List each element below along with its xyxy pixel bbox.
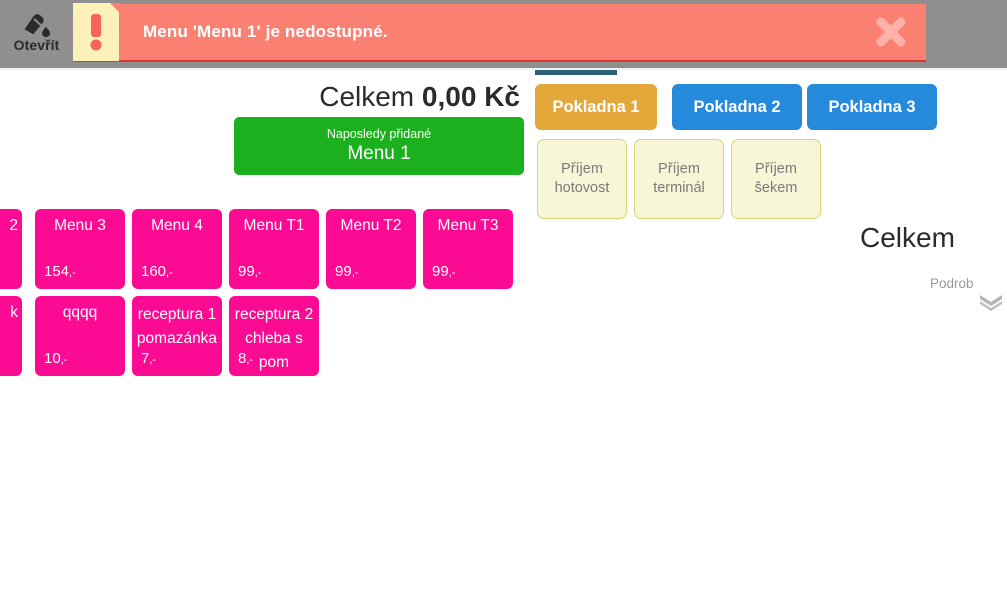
product-price: 160,-: [141, 264, 173, 281]
tab-active-indicator: [535, 70, 617, 75]
product-name: qqqq: [62, 304, 98, 321]
product-price: 99,-: [238, 264, 261, 281]
product-button-menu-4[interactable]: Menu 4 160,-: [132, 209, 222, 289]
payment-terminal-line1: Příjem: [658, 161, 700, 177]
product-price: 99,-: [335, 264, 358, 281]
header-divider: [0, 68, 1007, 70]
product-name: receptura 1 pomazánka: [136, 306, 218, 347]
product-name: k: [10, 304, 18, 321]
alert-close-button[interactable]: [856, 3, 926, 61]
tab-pokladna-3[interactable]: Pokladna 3: [807, 84, 937, 130]
product-price-value: 10: [44, 350, 61, 367]
payment-terminal-label: Příjem terminál: [653, 160, 705, 198]
payment-check-button[interactable]: Příjem šekem: [731, 139, 821, 219]
top-bar: Otevřít Menu 'Menu 1' je nedostupné.: [0, 0, 1007, 68]
product-button-menu-t1[interactable]: Menu T1 99,-: [229, 209, 319, 289]
alert-message: Menu 'Menu 1' je nedostupné.: [143, 22, 388, 41]
payment-cash-line2: hotovost: [554, 180, 610, 196]
product-price-value: 99: [335, 263, 352, 280]
product-button-clipped-1[interactable]: 2: [0, 209, 22, 289]
product-name: receptura 2 chleba s pom: [234, 306, 314, 371]
close-x-icon: [874, 15, 908, 49]
product-price-value: 7: [141, 350, 150, 367]
payment-cash-line1: Příjem: [561, 161, 603, 177]
payment-terminal-line2: terminál: [653, 180, 705, 196]
bottle-dropper-icon: [20, 11, 54, 37]
product-price-suffix: ,-: [149, 354, 157, 366]
order-total-value: 0,00 Kč: [421, 81, 520, 112]
product-price: 10,-: [44, 351, 67, 368]
product-price-suffix: ,-: [246, 354, 254, 366]
alert-banner: Menu 'Menu 1' je nedostupné.: [73, 3, 926, 62]
product-price: 8,-: [238, 351, 253, 368]
product-price: 99,-: [432, 264, 455, 281]
product-button-menu-3[interactable]: Menu 3 154,-: [35, 209, 125, 289]
product-price-suffix: ,-: [60, 354, 68, 366]
product-price-suffix: ,-: [351, 267, 359, 279]
order-total: Celkem 0,00 Kč: [0, 80, 522, 114]
product-button-qqqq[interactable]: qqqq 10,-: [35, 296, 125, 376]
exclamation-icon: [87, 12, 105, 52]
tab-pokladna-2[interactable]: Pokladna 2: [672, 84, 802, 130]
product-name: Menu T3: [437, 217, 499, 234]
last-added-caption: Naposledy přidané: [326, 126, 432, 141]
top-bar-strip: [0, 62, 1007, 68]
product-price-value: 99: [238, 263, 255, 280]
double-chevron-down-icon[interactable]: [978, 290, 1004, 314]
tab-pokladna-2-label: Pokladna 2: [693, 97, 781, 116]
tab-pokladna-1-label: Pokladna 1: [552, 97, 640, 116]
product-price: 154,-: [44, 264, 76, 281]
product-name: Menu T2: [340, 217, 402, 234]
payment-check-line2: šekem: [754, 180, 798, 196]
product-price-value: 8: [238, 350, 247, 367]
product-price-suffix: ,-: [448, 267, 456, 279]
product-button-receptura-1[interactable]: receptura 1 pomazánka 7,-: [132, 296, 222, 376]
product-button-menu-t2[interactable]: Menu T2 99,-: [326, 209, 416, 289]
product-button-menu-t3[interactable]: Menu T3 99,-: [423, 209, 513, 289]
open-drawer-label: Otevřít: [13, 36, 60, 53]
last-added-item[interactable]: Naposledy přidané Menu 1: [234, 117, 524, 175]
payment-cash-label: Příjem hotovost: [555, 160, 610, 198]
payment-cash-button[interactable]: Příjem hotovost: [537, 139, 627, 219]
product-price-value: 160: [141, 263, 167, 280]
product-price-value: 99: [432, 263, 449, 280]
payment-check-line1: Příjem: [755, 161, 797, 177]
product-price-suffix: ,-: [254, 267, 262, 279]
payment-terminal-button[interactable]: Příjem terminál: [634, 139, 724, 219]
product-price: 7,-: [141, 351, 156, 368]
product-price-value: 154: [44, 263, 70, 280]
product-price-suffix: ,-: [166, 267, 173, 279]
product-name: Menu 3: [54, 217, 106, 234]
right-detail-label[interactable]: Podrob: [930, 276, 974, 291]
product-price-suffix: ,-: [69, 267, 76, 279]
product-name: Menu 4: [151, 217, 203, 234]
product-button-receptura-2[interactable]: receptura 2 chleba s pom 8,-: [229, 296, 319, 376]
alert-icon-panel: [73, 3, 120, 61]
tab-pokladna-1[interactable]: Pokladna 1: [535, 84, 657, 130]
tab-pokladna-3-label: Pokladna 3: [828, 97, 916, 116]
right-total-label: Celkem: [860, 222, 955, 253]
open-drawer-button[interactable]: Otevřít: [0, 0, 73, 62]
product-button-clipped-2[interactable]: k: [0, 296, 22, 376]
last-added-value: Menu 1: [347, 142, 411, 164]
product-name: 2: [9, 217, 18, 234]
payment-check-label: Příjem šekem: [755, 160, 798, 198]
order-total-label: Celkem: [319, 81, 415, 112]
product-name: Menu T1: [243, 217, 305, 234]
